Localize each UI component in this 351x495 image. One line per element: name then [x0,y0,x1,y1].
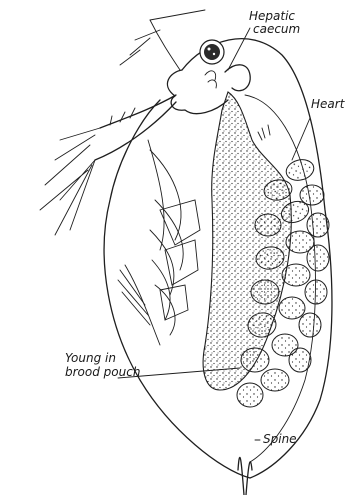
thoracic-legs [118,140,200,345]
heart-marks [258,125,270,140]
antennae [40,10,205,235]
label-young-line1: Young in [65,352,116,365]
spine [238,457,244,495]
label-heart: Heart [311,98,344,111]
label-spine: Spine [263,433,297,446]
label-hepatic-word2: caecum [249,23,300,36]
head-outline [167,70,228,114]
label-young-line2: brood pouch [65,366,140,379]
